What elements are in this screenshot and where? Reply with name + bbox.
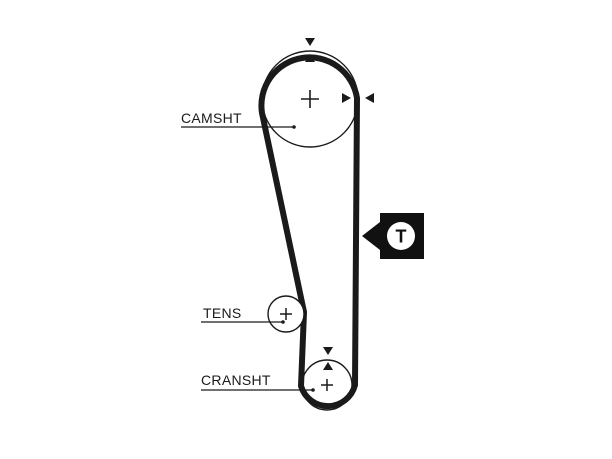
tension-badge: T xyxy=(362,213,424,259)
camshaft-label: CAMSHT xyxy=(181,110,242,126)
crankshaft-leader-line xyxy=(201,388,315,392)
camshaft-side-timing-marker-icon xyxy=(342,93,374,103)
camshaft-center-plus-icon xyxy=(301,90,319,108)
crankshaft-center-plus-icon xyxy=(321,379,333,391)
crankshaft-label: CRANSHT xyxy=(201,372,271,388)
camshaft-top-timing-marker-icon xyxy=(305,38,315,62)
crankshaft-timing-marker-icon xyxy=(323,347,333,370)
tensioner-center-plus-icon xyxy=(280,308,292,320)
camshaft-leader-line xyxy=(181,125,296,129)
tensioner-leader-line xyxy=(201,320,285,324)
tensioner-label: TENS xyxy=(203,305,242,321)
tension-badge-letter: T xyxy=(396,227,407,247)
tension-arrow-icon xyxy=(362,222,380,250)
timing-belt xyxy=(258,54,360,410)
